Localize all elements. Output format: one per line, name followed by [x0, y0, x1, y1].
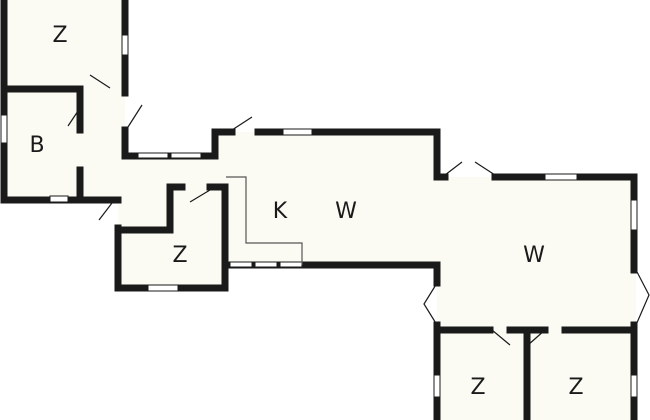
room-label-w: W — [523, 243, 545, 268]
room-label-w: W — [335, 199, 357, 224]
room-label-b: B — [29, 133, 44, 158]
room-label-z: Z — [568, 375, 583, 400]
room-labels: Z B Z K W W Z Z — [29, 23, 583, 400]
kitchen-counter — [226, 176, 303, 265]
room-label-z: Z — [470, 375, 485, 400]
room-label-k: K — [273, 199, 288, 224]
windows — [0, 34, 638, 398]
room-label-z: Z — [172, 243, 187, 268]
doors — [67, 74, 650, 346]
room-label-z: Z — [52, 23, 67, 48]
floor-area — [4, 0, 636, 420]
